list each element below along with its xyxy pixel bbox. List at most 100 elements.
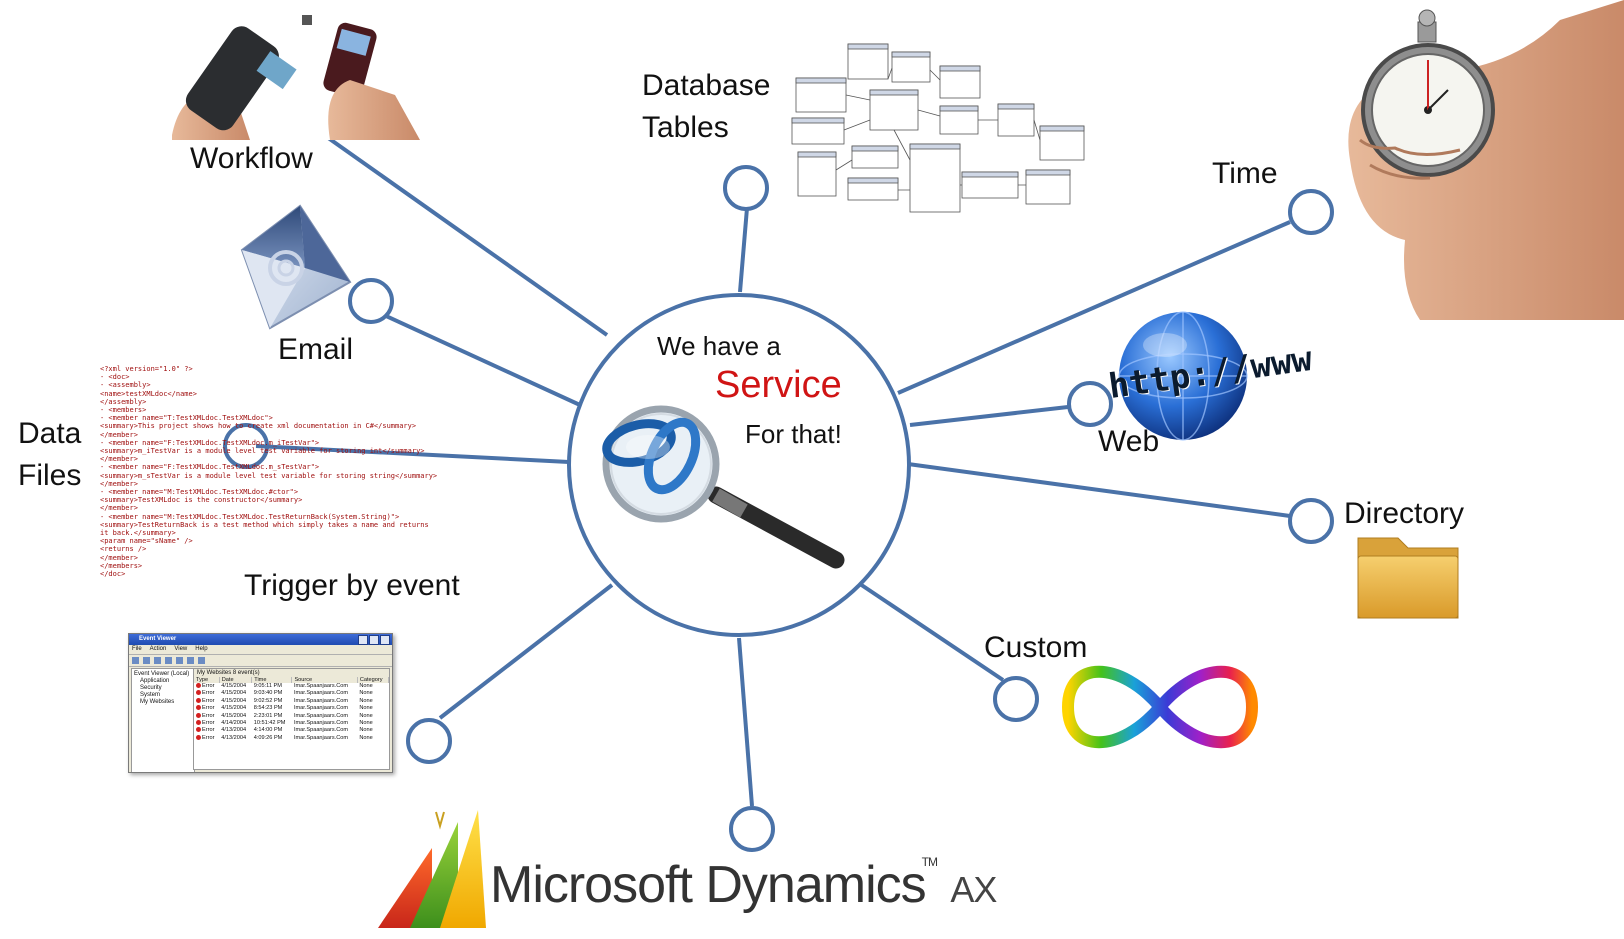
spoke-lines (255, 116, 1291, 807)
hub-line-3: For that! (745, 419, 842, 449)
label-workflow: Workflow (190, 142, 313, 175)
table-cell: 8:54:23 PM (253, 705, 283, 712)
export-icon (187, 657, 194, 664)
xml-line: <param name="sName" /> (100, 537, 193, 546)
xml-line: - <assembly> (100, 381, 151, 390)
xml-line: - <member name="M:TestXMLdoc.TestXMLdoc.… (100, 488, 299, 497)
label-data-files-1: Data (18, 417, 82, 450)
xml-line: </member> (100, 504, 138, 513)
event-type: Error (202, 720, 215, 727)
event-type: Error (202, 697, 215, 704)
xml-line: - <member name="F:TestXMLdoc.TestXMLdoc.… (100, 438, 320, 447)
label-email: Email (278, 333, 354, 366)
maximize-icon (369, 635, 379, 645)
table-cell: 4/13/2004 (221, 727, 247, 734)
xml-line: - <member name="F:TestXMLdoc.TestXMLdoc.… (100, 463, 320, 472)
error-icon (196, 683, 201, 689)
tree-item[interactable]: Event Viewer (Local) (134, 671, 190, 677)
column-header[interactable]: Type (194, 677, 220, 683)
endpoint-web (1067, 381, 1113, 427)
handheld-devices-icon (170, 15, 425, 140)
column-header[interactable]: Category (357, 677, 390, 683)
error-icon (196, 734, 201, 740)
table-cell: None (359, 734, 373, 741)
xml-line: </member> (100, 430, 138, 439)
stopwatch-icon (1348, 0, 1624, 320)
column-header[interactable]: Date (219, 677, 253, 683)
error-icon (196, 720, 201, 726)
endpoint-directory (1288, 498, 1334, 544)
endpoint-database (723, 165, 769, 211)
xml-line: <summary>TestReturnBack is a test method… (100, 520, 429, 529)
xml-line: - <doc> (100, 373, 130, 382)
label-database-1: Database (642, 69, 771, 102)
menu-item-action[interactable]: Action (149, 646, 167, 652)
event-type: Error (202, 683, 215, 689)
column-header[interactable]: Source (291, 677, 358, 683)
event-type: Error (202, 712, 215, 719)
magnifier-logo-icon (602, 405, 845, 569)
endpoint-data-files (223, 423, 269, 469)
event-type: Error (202, 705, 215, 712)
table-cell: Imar.Spaanjaars.Com (293, 705, 349, 712)
spoke-line-workflow (298, 116, 609, 337)
tree-item[interactable]: System (140, 692, 161, 698)
label-web: Web (1098, 425, 1160, 458)
table-cell: Imar.Spaanjaars.Com (293, 734, 349, 741)
up-icon (154, 657, 161, 664)
xml-line: <summary>m_iTestVar is a module level te… (100, 447, 425, 456)
table-cell: Imar.Spaanjaars.Com (293, 720, 349, 727)
menu-item-file[interactable]: File (132, 646, 142, 652)
event-viewer-title: Event Viewer (139, 636, 177, 642)
table-row[interactable]: Error 4/15/2004 8:54:23 PM Imar.Spaanjaars.… (194, 705, 389, 712)
tree-item[interactable]: Security (140, 685, 162, 691)
envelope-icon (240, 204, 352, 330)
spoke-line-directory (907, 462, 1291, 518)
table-cell: 4/15/2004 (221, 690, 247, 697)
spoke-line-dynamics (737, 637, 754, 807)
microsoft-dynamics-ax-logo: Microsoft DynamicsTM AX (490, 855, 997, 915)
logo-tm: TM (921, 855, 938, 869)
table-cell: Error (194, 727, 219, 734)
table-cell: 4/15/2004 (221, 697, 247, 704)
xml-line: <name>testXMLdoc</name> (100, 389, 197, 398)
event-type: Error (202, 734, 215, 741)
table-cell: 2:23:01 PM (253, 712, 283, 719)
table-cell: Error (194, 690, 219, 697)
tree-item[interactable]: Application (140, 678, 170, 684)
table-cell: Imar.Spaanjaars.Com (293, 683, 349, 689)
spoke-line-database (738, 207, 749, 293)
spoke-line-web (909, 405, 1069, 427)
event-viewer-window: Event Viewer File Action View Help Event Vi… (128, 633, 393, 773)
column-header[interactable]: Time (251, 677, 293, 683)
menu-item-help[interactable]: Help (195, 646, 208, 652)
xml-line: <summary>TestXMLdoc is the constructor</… (100, 496, 303, 505)
table-cell: 4/15/2004 (221, 683, 247, 689)
table-cell: Error (194, 713, 219, 720)
menu-item-view[interactable]: View (174, 646, 188, 652)
xml-line: <summary>This project shows how to creat… (100, 422, 417, 431)
help-icon (198, 657, 205, 664)
table-cell: 4/15/2004 (221, 712, 247, 719)
xml-line: </doc> (100, 570, 126, 579)
event-viewer-titlebar: Event Viewer (129, 634, 392, 645)
logo-edition: AX (950, 869, 997, 910)
endpoint-time (1288, 189, 1334, 235)
xml-line: <?xml version="1.0" ?> (100, 365, 193, 373)
tree-item[interactable]: My Websites (140, 699, 175, 705)
spoke-line-time (897, 220, 1291, 395)
xml-line: <returns /> (100, 545, 147, 554)
table-cell: 4/15/2004 (221, 705, 247, 712)
label-trigger-by-event: Trigger by event (244, 569, 460, 602)
